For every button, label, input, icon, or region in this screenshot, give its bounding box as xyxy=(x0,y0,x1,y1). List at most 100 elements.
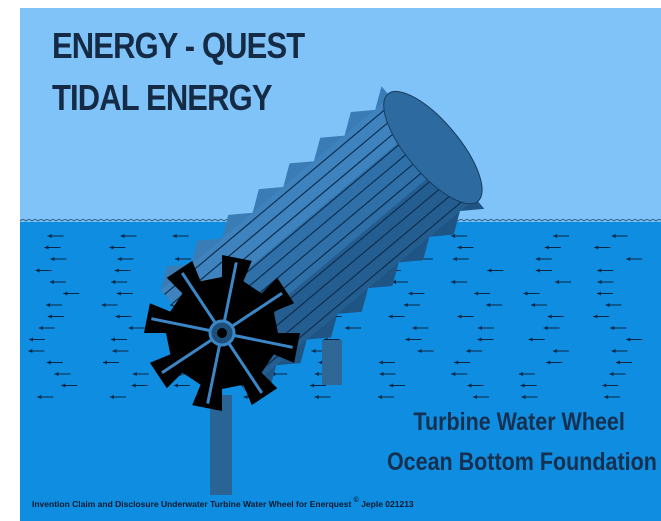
current-arrow-head xyxy=(310,383,315,388)
rear-foundation-post xyxy=(322,340,342,385)
current-arrow-head xyxy=(597,268,602,273)
front-wheel xyxy=(144,255,300,411)
footer-text: Invention Claim and Disclosure Underwate… xyxy=(32,499,352,509)
current-arrow-head xyxy=(403,303,408,307)
current-arrow-head xyxy=(615,360,620,365)
current-arrow-head xyxy=(46,360,51,365)
current-arrow-head xyxy=(626,257,631,261)
title-line-2: TIDAL ENERGY xyxy=(52,77,272,118)
current-arrow-head xyxy=(451,234,456,238)
current-arrow-head xyxy=(417,349,422,353)
current-arrow-head xyxy=(109,395,114,399)
title-line-1: ENERGY - QUEST xyxy=(52,25,305,66)
current-arrow-head xyxy=(452,257,457,261)
current-arrow-head xyxy=(520,383,525,388)
current-arrow-head xyxy=(128,326,133,330)
current-arrow-head xyxy=(408,291,413,296)
current-arrow-head xyxy=(474,291,479,296)
current-arrow-head xyxy=(466,349,471,353)
current-arrow-head xyxy=(610,326,615,330)
current-arrow-head xyxy=(28,349,33,353)
current-arrow-head xyxy=(594,245,599,250)
current-arrow-head xyxy=(116,291,121,296)
current-arrow-head xyxy=(61,383,66,388)
current-arrow-head xyxy=(47,234,52,238)
current-arrow-head xyxy=(314,395,319,399)
current-arrow-head xyxy=(604,395,609,399)
current-arrow-head xyxy=(543,326,548,330)
current-arrow-head xyxy=(544,245,549,250)
current-arrow-head xyxy=(35,268,40,273)
current-arrow-head xyxy=(454,360,459,365)
current-arrow-head xyxy=(486,303,491,307)
current-arrow-head xyxy=(596,291,601,296)
current-arrow-head xyxy=(523,291,528,296)
current-arrow-head xyxy=(477,337,482,342)
current-arrow-head xyxy=(535,257,540,261)
current-arrow-head xyxy=(609,372,614,376)
drum-blade-line xyxy=(171,110,403,305)
current-arrow-head xyxy=(552,349,557,353)
current-arrow-head xyxy=(46,303,51,307)
current-arrow-head xyxy=(49,280,54,284)
current-arrow-head xyxy=(388,314,393,319)
current-arrow-head xyxy=(28,337,33,342)
front-foundation-post xyxy=(210,395,232,495)
current-arrow-head xyxy=(345,326,350,330)
current-arrow-head xyxy=(101,303,106,307)
current-arrow-head xyxy=(530,303,535,307)
current-arrow-head xyxy=(412,326,417,330)
caption-line-1: Turbine Water Wheel xyxy=(413,408,625,436)
footer-credit: Jeple 021213 xyxy=(361,499,414,509)
current-arrow-head xyxy=(318,360,323,365)
current-arrow-head xyxy=(120,234,125,238)
footer-disclosure: Invention Claim and Disclosure Underwate… xyxy=(32,497,414,509)
current-arrow-head xyxy=(379,372,384,376)
current-arrow-head xyxy=(467,383,472,388)
current-arrow-head xyxy=(54,372,59,376)
current-arrow-head xyxy=(611,349,616,353)
current-arrow-head xyxy=(597,280,602,284)
current-arrow-head xyxy=(311,349,316,353)
current-arrow-head xyxy=(175,257,180,261)
current-arrow-head xyxy=(392,280,397,284)
current-arrow-head xyxy=(518,372,523,376)
current-arrow-head xyxy=(314,372,319,376)
current-arrow-head xyxy=(378,395,383,399)
current-arrow-head xyxy=(378,360,383,365)
current-arrow-head xyxy=(63,291,68,296)
current-arrow-head xyxy=(112,349,117,353)
drum-blade-line xyxy=(164,101,395,295)
current-arrow-head xyxy=(103,360,108,365)
current-arrow-head xyxy=(131,383,136,388)
current-arrow-head xyxy=(451,372,456,376)
current-arrow-head xyxy=(611,234,616,238)
current-arrow-head xyxy=(114,268,119,273)
current-arrow-head xyxy=(110,337,115,342)
current-arrow-head xyxy=(173,383,178,388)
current-arrow-head xyxy=(132,372,137,376)
current-arrow-head xyxy=(243,395,248,399)
current-arrow-head xyxy=(546,360,551,365)
current-arrow-head xyxy=(405,337,410,342)
current-arrow-head xyxy=(457,245,462,250)
current-arrow-head xyxy=(605,303,610,307)
current-arrow-head xyxy=(115,314,120,319)
current-arrow-head xyxy=(521,395,526,399)
current-arrow-head xyxy=(172,234,177,238)
current-arrow-head xyxy=(626,337,631,342)
current-arrow-head xyxy=(37,395,42,399)
current-arrow-head xyxy=(50,257,55,261)
current-arrow-head xyxy=(472,395,477,399)
current-arrow-head xyxy=(38,326,43,330)
current-arrow-head xyxy=(47,314,52,319)
current-arrow-head xyxy=(477,326,482,330)
current-arrow-head xyxy=(451,280,456,284)
copyright-symbol: © xyxy=(353,497,359,504)
current-arrow-head xyxy=(457,314,462,319)
current-arrow-head xyxy=(109,245,114,250)
current-arrow-head xyxy=(535,268,540,273)
current-arrow-head xyxy=(555,280,560,284)
current-arrow-head xyxy=(593,314,598,319)
current-arrow-head xyxy=(389,383,394,388)
